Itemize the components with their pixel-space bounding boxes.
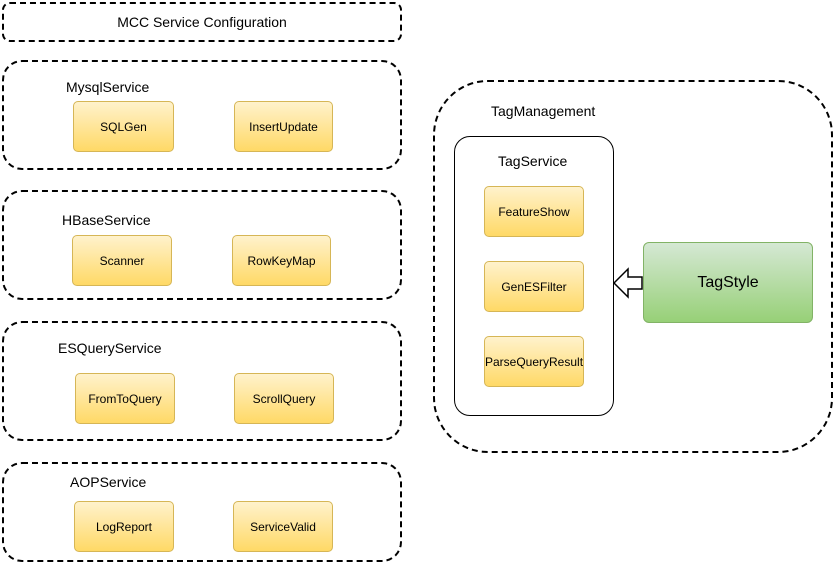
parsequeryresult-module: ParseQueryResult <box>484 336 584 387</box>
tag-management-title: TagManagement <box>491 103 596 119</box>
servicevalid-module: ServiceValid <box>233 501 333 552</box>
genesfilter-module: GenESFilter <box>484 261 584 312</box>
mcc-config-label: MCC Service Configuration <box>117 14 287 30</box>
esquery-service-container <box>2 321 402 441</box>
hbase-service-container <box>2 190 402 300</box>
sqlgen-module: SQLGen <box>73 101 174 152</box>
rowkeymap-module: RowKeyMap <box>232 235 331 286</box>
mysql-service-title: MysqlService <box>66 79 150 95</box>
tagstyle-to-tagservice-arrow <box>612 267 643 299</box>
tagstyle-module: TagStyle <box>643 242 813 323</box>
mcc-config-container: MCC Service Configuration <box>2 2 402 42</box>
scanner-module: Scanner <box>72 235 172 286</box>
aop-service-container <box>2 462 402 562</box>
esquery-service-title: ESQueryService <box>58 340 162 356</box>
featureshow-module: FeatureShow <box>484 186 584 237</box>
scrollquery-module: ScrollQuery <box>234 373 334 424</box>
mysql-service-container <box>2 60 402 170</box>
logreport-module: LogReport <box>74 501 174 552</box>
tag-service-title: TagService <box>498 153 568 169</box>
fromtoquery-module: FromToQuery <box>75 373 175 424</box>
hbase-service-title: HBaseService <box>62 212 151 228</box>
insertupdate-module: InsertUpdate <box>234 101 333 152</box>
aop-service-title: AOPService <box>70 474 147 490</box>
